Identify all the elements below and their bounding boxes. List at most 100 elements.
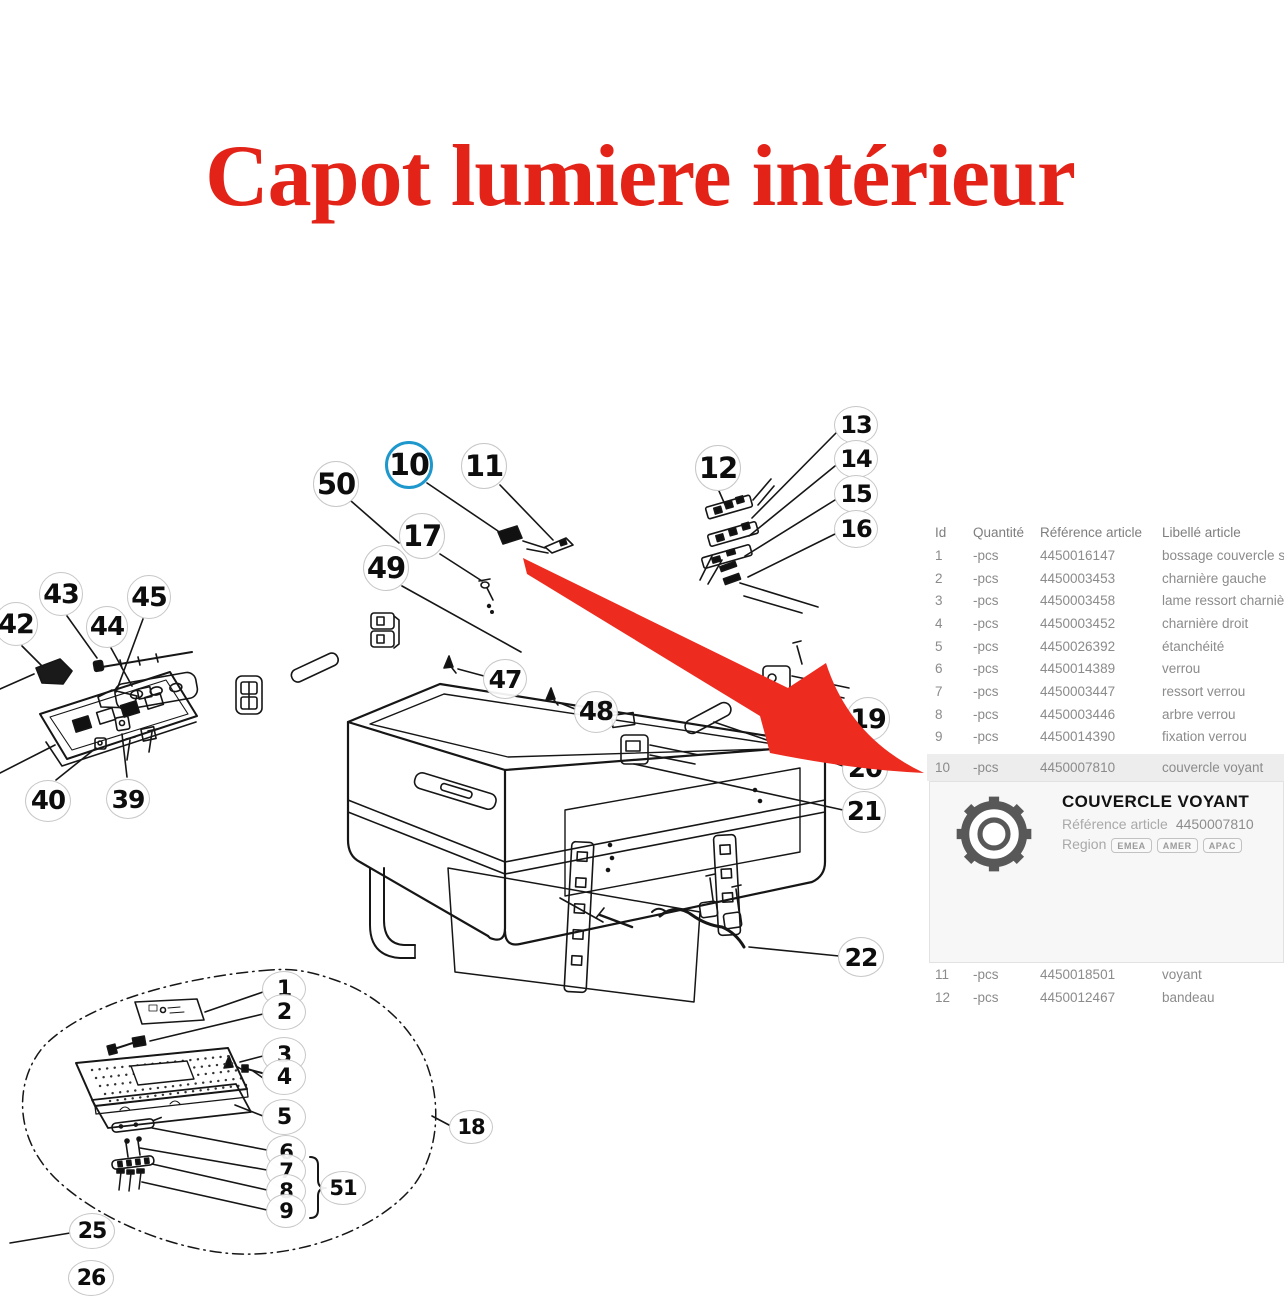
cell-label: étanchéité bbox=[1162, 638, 1225, 654]
region-badge-amer: AMER bbox=[1156, 838, 1198, 854]
table-row-1[interactable]: 1 -pcs 4450016147 bossage couvercle s bbox=[927, 544, 1284, 567]
cell-qty: -pcs bbox=[973, 638, 999, 654]
cell-label: bandeau bbox=[1162, 989, 1215, 1005]
cell-qty: -pcs bbox=[973, 989, 999, 1005]
callout-39[interactable]: 39 bbox=[106, 779, 150, 819]
cell-label: lame ressort charniè bbox=[1162, 593, 1284, 609]
table-row-5[interactable]: 5 -pcs 4450026392 étanchéité bbox=[927, 635, 1284, 658]
callout-22[interactable]: 22 bbox=[838, 937, 884, 977]
table-header: Id Quantité Référence article Libellé ar… bbox=[927, 521, 1284, 544]
callout-11[interactable]: 11 bbox=[461, 443, 507, 489]
cell-id: 2 bbox=[935, 570, 943, 586]
cell-ref: 4450007810 bbox=[1040, 760, 1116, 776]
cell-label: verrou bbox=[1162, 661, 1201, 677]
callout-45[interactable]: 45 bbox=[127, 575, 171, 619]
cell-id: 11 bbox=[935, 967, 950, 983]
cell-ref: 4450026392 bbox=[1040, 638, 1116, 654]
cell-qty: -pcs bbox=[973, 661, 999, 677]
box-body bbox=[346, 682, 827, 1003]
cell-ref: 4450003447 bbox=[1040, 683, 1116, 699]
callout-26[interactable]: 26 bbox=[68, 1260, 114, 1296]
cell-id: 8 bbox=[935, 706, 943, 722]
callout-44[interactable]: 44 bbox=[86, 606, 128, 648]
cell-ref: 4450014389 bbox=[1040, 661, 1116, 677]
col-label: Libellé article bbox=[1162, 525, 1241, 540]
col-id: Id bbox=[935, 525, 947, 540]
callout-51[interactable]: 51 bbox=[320, 1171, 366, 1205]
cell-ref: 4450003446 bbox=[1040, 706, 1116, 722]
callout-19[interactable]: 19 bbox=[846, 697, 890, 741]
hinge-parts bbox=[699, 478, 819, 614]
part-detail-title: COUVERCLE VOYANT bbox=[1062, 792, 1250, 812]
callout-2[interactable]: 2 bbox=[262, 994, 306, 1030]
control-panel-parts bbox=[0, 651, 199, 774]
callout-42[interactable]: 42 bbox=[0, 602, 38, 646]
callout-12[interactable]: 12 bbox=[695, 445, 741, 491]
cell-qty: -pcs bbox=[973, 967, 999, 983]
cell-ref: 4450003458 bbox=[1040, 593, 1116, 609]
callout-14[interactable]: 14 bbox=[834, 440, 878, 478]
cell-label: couvercle voyant bbox=[1162, 760, 1264, 776]
cell-id: 1 bbox=[935, 547, 943, 563]
region-badge-emea: EMEA bbox=[1111, 838, 1152, 854]
callout-21[interactable]: 21 bbox=[842, 791, 886, 833]
cell-ref: 4450003453 bbox=[1040, 570, 1116, 586]
cell-qty: -pcs bbox=[973, 706, 999, 722]
cell-ref: 4450018501 bbox=[1040, 967, 1116, 983]
cell-label: fixation verrou bbox=[1162, 729, 1247, 745]
cell-id: 10 bbox=[935, 760, 951, 776]
callout-10[interactable]: 10 bbox=[385, 441, 433, 489]
cell-label: bossage couvercle s bbox=[1162, 547, 1284, 563]
callout-4[interactable]: 4 bbox=[262, 1059, 306, 1095]
col-qty: Quantité bbox=[973, 525, 1025, 540]
callout-5[interactable]: 5 bbox=[262, 1099, 306, 1135]
cell-ref: 4450016147 bbox=[1040, 547, 1116, 563]
part-placeholder-gear-icon bbox=[952, 792, 1036, 876]
cell-id: 5 bbox=[935, 638, 943, 654]
callout-48[interactable]: 48 bbox=[574, 691, 618, 733]
lid-trim-parts bbox=[478, 525, 574, 614]
callout-20[interactable]: 20 bbox=[842, 748, 888, 790]
cell-label: ressort verrou bbox=[1162, 683, 1246, 699]
table-row-3[interactable]: 3 -pcs 4450003458 lame ressort charniè bbox=[927, 589, 1284, 612]
cell-id: 3 bbox=[935, 593, 943, 609]
table-row-11[interactable]: 11 -pcs 4450018501 voyant bbox=[927, 963, 1284, 986]
cell-ref: 4450012467 bbox=[1040, 989, 1116, 1005]
callout-16[interactable]: 16 bbox=[834, 510, 878, 548]
callout-43[interactable]: 43 bbox=[39, 572, 83, 616]
callout-13[interactable]: 13 bbox=[834, 406, 878, 444]
small-blocks bbox=[235, 612, 400, 715]
cell-qty: -pcs bbox=[973, 593, 999, 609]
cell-id: 7 bbox=[935, 683, 943, 699]
cell-qty: -pcs bbox=[973, 547, 999, 563]
cable-parts bbox=[651, 873, 746, 949]
callout-9[interactable]: 9 bbox=[266, 1194, 306, 1228]
cell-label: voyant bbox=[1162, 967, 1202, 983]
callout-15[interactable]: 15 bbox=[834, 475, 878, 513]
region-badge-apac: APAC bbox=[1202, 838, 1242, 854]
callout-17[interactable]: 17 bbox=[399, 513, 445, 559]
callout-50[interactable]: 50 bbox=[313, 461, 359, 507]
region-label: Region bbox=[1062, 836, 1107, 853]
cell-ref: 4450003452 bbox=[1040, 615, 1116, 631]
callout-47[interactable]: 47 bbox=[483, 659, 527, 699]
callout-18[interactable]: 18 bbox=[449, 1110, 493, 1144]
parts-table: Id Quantité Référence article Libellé ar… bbox=[927, 521, 1284, 1009]
cell-label: charnière gauche bbox=[1162, 570, 1267, 586]
callout-40[interactable]: 40 bbox=[25, 780, 71, 822]
callout-49[interactable]: 49 bbox=[363, 545, 409, 591]
callout-25[interactable]: 25 bbox=[69, 1213, 115, 1249]
page-title: Capot lumiere intérieur bbox=[205, 128, 1076, 225]
